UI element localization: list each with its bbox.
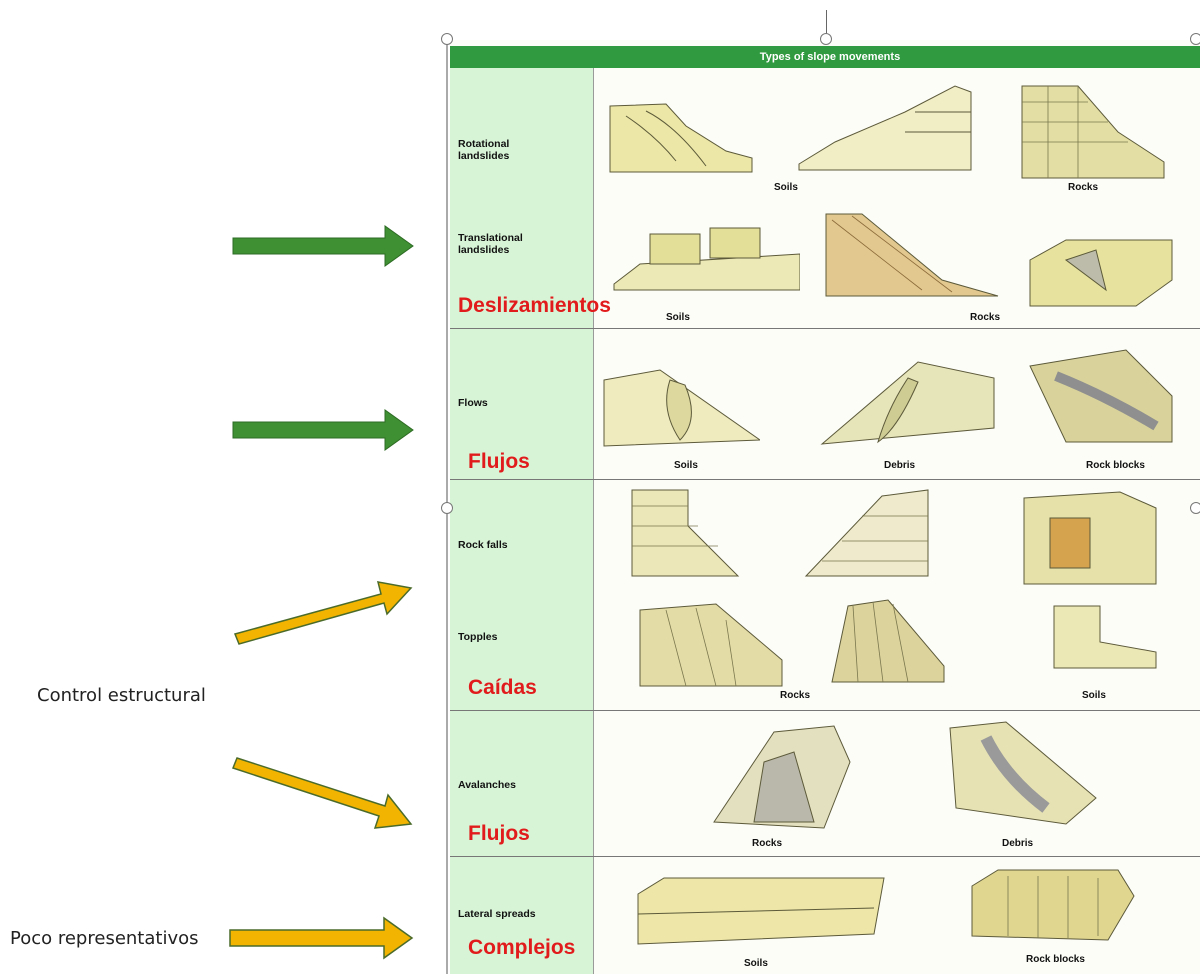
topple-soil-sketch: [1050, 602, 1160, 672]
poco-representativos-label: Poco representativos: [10, 928, 199, 949]
resize-handle[interactable]: [820, 33, 832, 45]
translational-rock-sketch: [822, 210, 1002, 300]
control-estructural-label: Control estructural: [37, 685, 206, 706]
caption-aval-debris: Debris: [1002, 838, 1033, 849]
group-deslizamientos: Deslizamientos: [458, 294, 611, 318]
yellow-arrow-down: [225, 752, 425, 842]
group-flujos: Flujos: [468, 822, 530, 846]
caption-rot-rocks: Rocks: [1068, 182, 1098, 193]
slope-movements-table: Types of slope movements Rotational land…: [450, 40, 1200, 974]
category-rotational: Rotational landslides: [458, 138, 528, 162]
group-complejos: Complejos: [468, 936, 575, 960]
category-translational: Translational landslides: [458, 232, 538, 256]
avalanche-debris-sketch: [946, 718, 1106, 828]
topple-rock-sketch-1: [636, 600, 786, 690]
rotational-soil-sketch: [606, 96, 756, 176]
translational-soil-sketch: [610, 224, 800, 294]
flow-soil-sketch: [600, 360, 760, 450]
row-divider: [450, 479, 1200, 480]
rotational-rock-sketch: [1018, 82, 1168, 182]
translational-block-sketch: [1026, 230, 1176, 310]
flow-debris-sketch: [818, 358, 998, 448]
rockfall-sketch-1: [628, 486, 748, 586]
category-avalanches: Avalanches: [458, 779, 516, 791]
category-rockfalls: Rock falls: [458, 539, 508, 551]
caption-flow-soils: Soils: [674, 460, 698, 471]
row-divider: [450, 856, 1200, 857]
green-arrow-2: [225, 402, 425, 462]
resize-handle[interactable]: [1190, 502, 1200, 514]
avalanche-rock-sketch: [704, 722, 854, 832]
category-lateral-spreads: Lateral spreads: [458, 908, 536, 920]
rockfall-sketch-3: [1020, 488, 1160, 588]
resize-handle[interactable]: [441, 502, 453, 514]
yellow-arrow-right: [222, 908, 422, 968]
lateral-rockblocks-sketch: [968, 866, 1138, 946]
category-topples: Topples: [458, 631, 497, 643]
lateral-soil-sketch: [634, 874, 894, 954]
caption-trans-soils: Soils: [666, 312, 690, 323]
group-flujos: Flujos: [468, 450, 530, 474]
category-flows: Flows: [458, 397, 488, 409]
yellow-arrow-up: [225, 570, 425, 660]
topple-rock-sketch-2: [828, 596, 948, 686]
rotational-soil-sketch-2: [795, 82, 975, 172]
flow-rockblocks-sketch: [1026, 346, 1176, 446]
caption-flow-debris: Debris: [884, 460, 915, 471]
group-caidas: Caídas: [468, 676, 537, 700]
rockfall-sketch-2: [802, 486, 932, 586]
caption-trans-rocks: Rocks: [970, 312, 1000, 323]
green-arrow-1: [225, 218, 425, 278]
table-title: Types of slope movements: [450, 46, 1200, 68]
caption-flow-rockblocks: Rock blocks: [1086, 460, 1145, 471]
caption-lat-soils: Soils: [744, 958, 768, 969]
resize-handle[interactable]: [441, 33, 453, 45]
caption-topple-rocks: Rocks: [780, 690, 810, 701]
caption-rot-soils: Soils: [774, 182, 798, 193]
row-divider: [450, 710, 1200, 711]
caption-aval-rocks: Rocks: [752, 838, 782, 849]
column-separator: [593, 68, 594, 974]
caption-lat-rockblocks: Rock blocks: [1026, 954, 1085, 965]
caption-topple-soils: Soils: [1082, 690, 1106, 701]
row-divider: [450, 328, 1200, 329]
resize-handle[interactable]: [1190, 33, 1200, 45]
